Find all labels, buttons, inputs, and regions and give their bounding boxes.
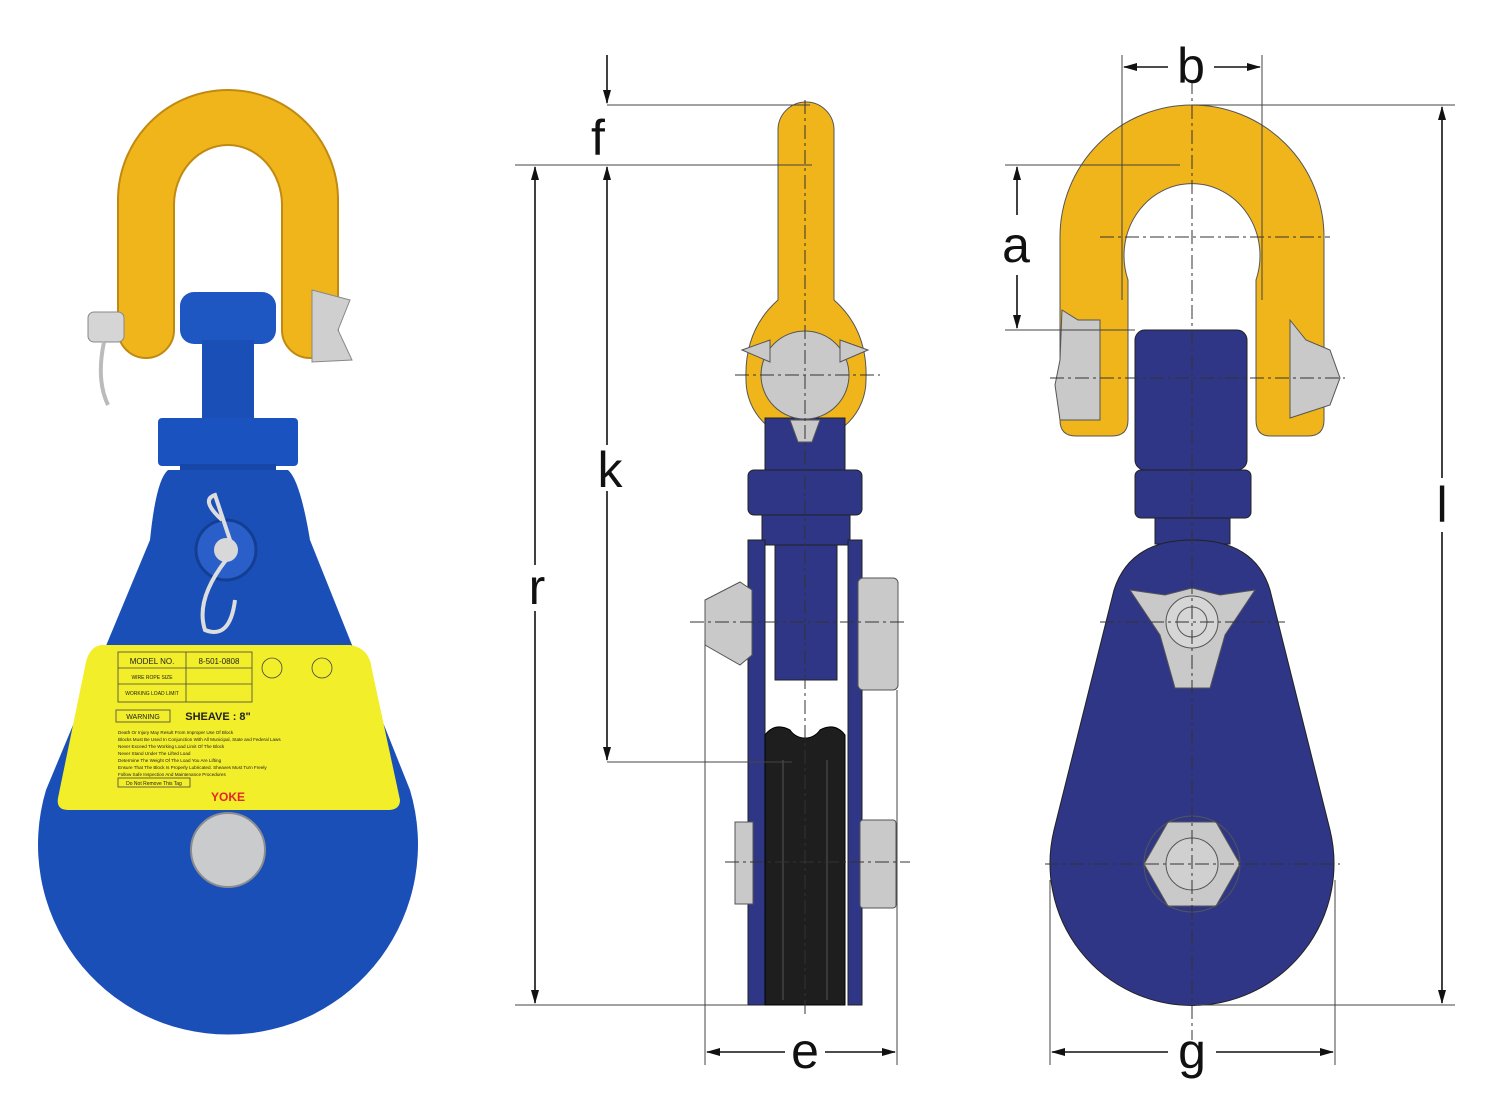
photo-safety-pin bbox=[200, 492, 237, 634]
photo-shackle bbox=[117, 89, 339, 359]
photo-warning-tag bbox=[57, 645, 400, 810]
front-shackle bbox=[1059, 104, 1325, 437]
side-dimensions: f k r e bbox=[515, 55, 898, 1079]
front-pin-wing-nut bbox=[1054, 309, 1101, 421]
tag-brand-logo: YOKE bbox=[211, 790, 245, 804]
side-lower-nut bbox=[859, 819, 897, 909]
side-upper-bolt-head bbox=[704, 581, 753, 666]
tag-wire-rope-label: WIRE ROPE SIZE bbox=[131, 675, 173, 681]
photo-wing-nut bbox=[311, 289, 353, 363]
front-pin-nut bbox=[1289, 318, 1341, 419]
photo-upper-bolt-head bbox=[214, 538, 238, 562]
tag-bullet: Ensure That The Block Is Properly Lubric… bbox=[118, 765, 267, 770]
photo-swivel-neck bbox=[202, 340, 254, 420]
side-view-drawing bbox=[690, 100, 910, 1015]
photo-pin-left bbox=[87, 311, 125, 343]
front-swivel-collar bbox=[1134, 469, 1252, 519]
dim-label-e: e bbox=[791, 1023, 819, 1079]
dim-label-b: b bbox=[1177, 38, 1205, 94]
tag-pictogram-90 bbox=[261, 657, 283, 679]
photo-swivel-head bbox=[180, 292, 276, 344]
side-pin-wings bbox=[740, 339, 870, 443]
tag-wll-label: WORKING LOAD LIMIT bbox=[125, 691, 179, 697]
side-swivel-neck bbox=[761, 514, 851, 546]
tag-model-value: 8-501-0808 bbox=[199, 657, 240, 666]
photo-swivel-collar bbox=[158, 418, 298, 466]
dim-label-f: f bbox=[591, 110, 605, 166]
dim-label-a: a bbox=[1002, 217, 1030, 273]
tag-warning: WARNING bbox=[126, 714, 160, 721]
side-sheave bbox=[764, 726, 846, 1006]
photo-cotter-pin bbox=[98, 341, 110, 406]
tag-bullet: Never Stand Under The Lifted Load bbox=[118, 751, 191, 756]
dim-label-l: l bbox=[1436, 477, 1447, 533]
front-swivel-body bbox=[1134, 329, 1248, 471]
tag-bullet: Never Exceed The Working Load Limit Of T… bbox=[118, 744, 225, 749]
tag-bullet: Follow Safe Inspection And Maintenance P… bbox=[118, 772, 226, 777]
dim-label-k: k bbox=[598, 442, 624, 498]
tag-do-not-remove: Do Not Remove This Tag bbox=[126, 781, 182, 787]
tag-sheave: SHEAVE : 8" bbox=[185, 711, 251, 723]
tag-pictogram-180 bbox=[311, 657, 333, 679]
tag-bullet: Death Or Injury May Result From Improper… bbox=[118, 730, 234, 735]
photo-sheave-axle bbox=[190, 812, 266, 888]
side-swivel-tongue bbox=[774, 544, 838, 681]
front-view-drawing bbox=[1045, 80, 1345, 1040]
dim-label-r: r bbox=[529, 559, 546, 615]
tag-text: MODEL NO. 8-501-0808 WIRE ROPE SIZE WORK… bbox=[115, 651, 333, 804]
front-dimensions: b a l g bbox=[1002, 38, 1455, 1079]
tag-model-label: MODEL NO. bbox=[130, 657, 175, 666]
dim-label-g: g bbox=[1178, 1023, 1206, 1079]
tag-bullet: Determine The Weight Of The Load You Are… bbox=[118, 758, 222, 763]
tag-bullet: Blocks Must Be Used In Conjunction With … bbox=[118, 737, 281, 742]
product-photo: MODEL NO. 8-501-0808 WIRE ROPE SIZE WORK… bbox=[38, 89, 419, 1035]
side-lower-bolt-head bbox=[734, 821, 754, 905]
side-upper-nut bbox=[857, 577, 899, 691]
